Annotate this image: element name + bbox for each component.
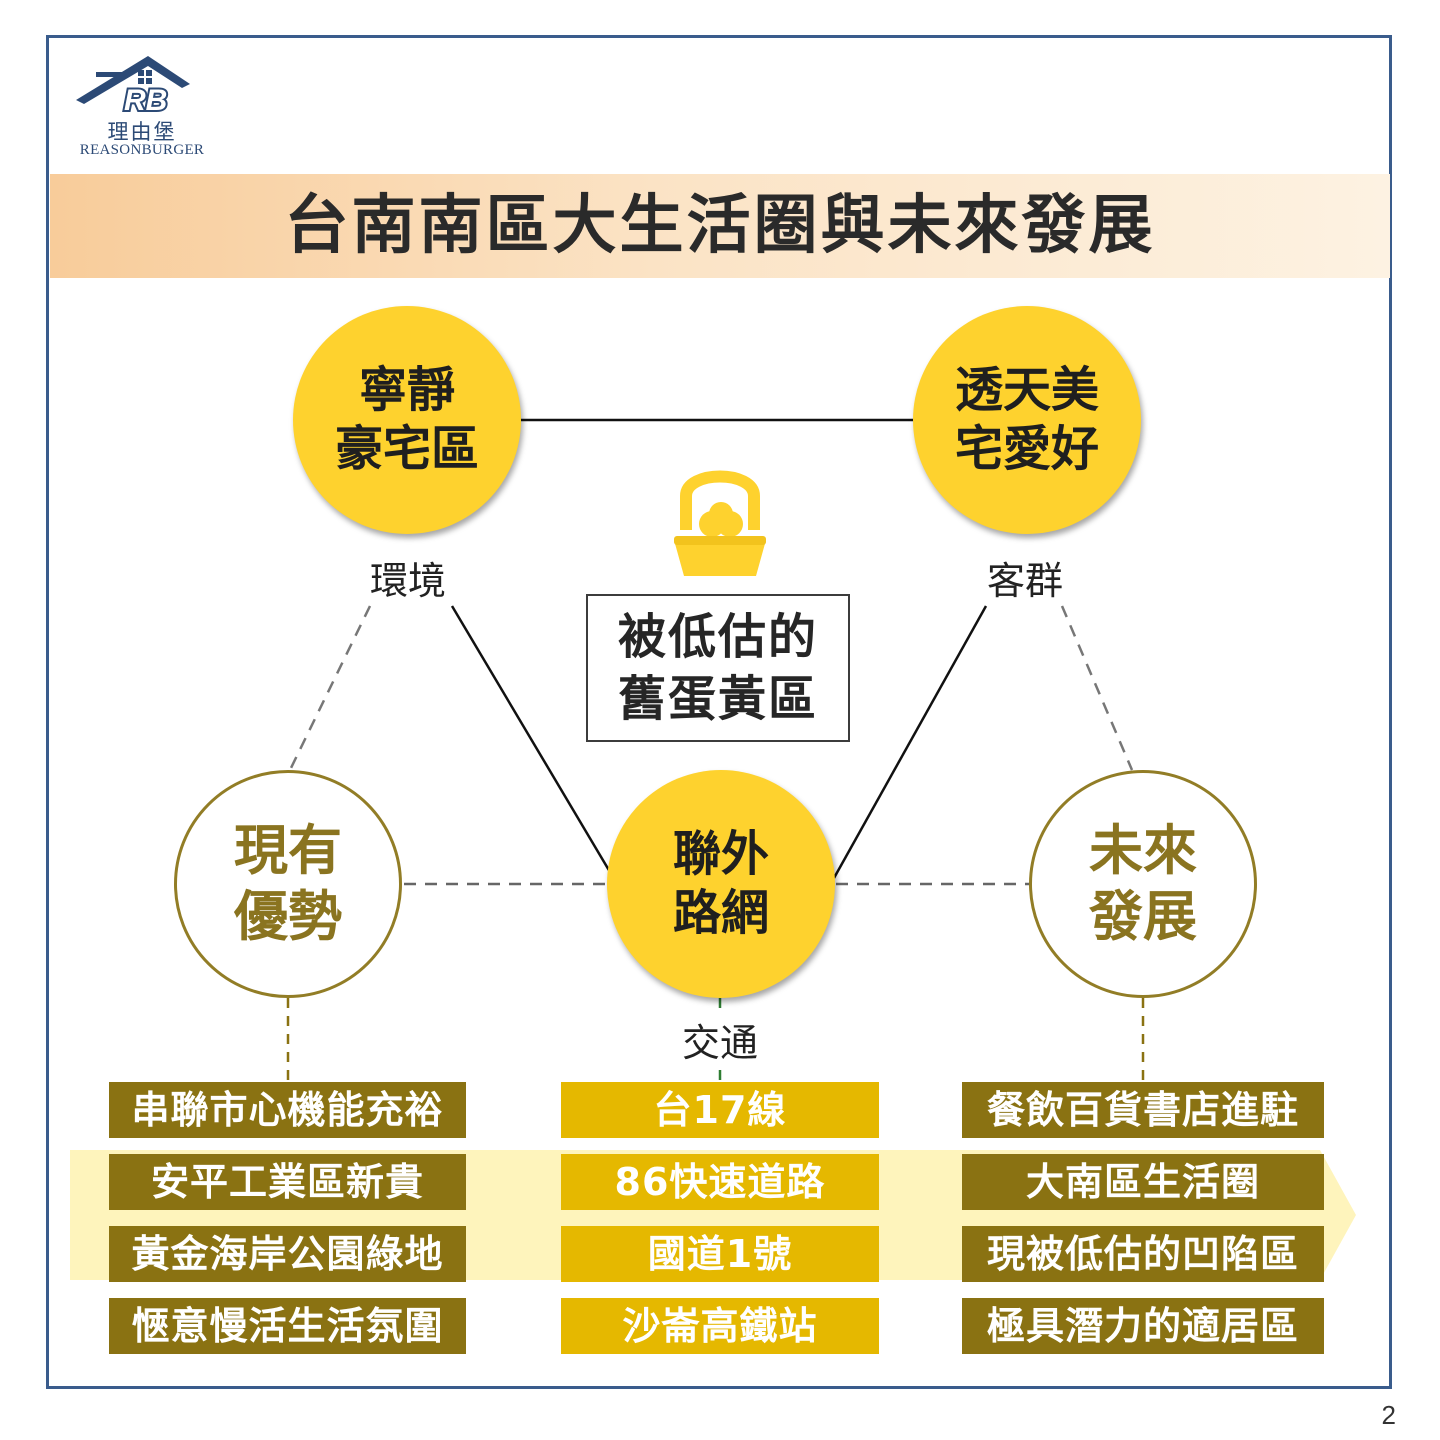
page-frame	[46, 35, 1392, 1389]
node-road-network: 聯外路網	[607, 770, 835, 998]
list-item: 86快速道路	[561, 1154, 879, 1210]
dashed-left-diagonal	[288, 605, 372, 771]
list-item: 沙崙高鐵站	[561, 1298, 879, 1354]
node-line: 豪宅區	[334, 421, 479, 477]
dashed-right-diagonal	[1060, 605, 1134, 771]
list-item: 台17線	[561, 1082, 879, 1138]
node-line: 未來	[1089, 819, 1197, 883]
egg-basket-icon	[674, 470, 766, 576]
undervalued-old-core-box: 被低估的 舊蛋黃區	[586, 594, 850, 742]
label-customers: 客群	[955, 550, 1095, 605]
line-left-diagonal	[450, 605, 612, 873]
center-box-line: 舊蛋黃區	[617, 671, 818, 727]
node-line: 優勢	[234, 885, 342, 948]
node-line: 路網	[672, 885, 769, 941]
page-title: 台南南區大生活圈與未來發展	[284, 189, 1156, 263]
list-item: 大南區生活圈	[962, 1154, 1324, 1210]
house-logo-icon: RB	[76, 56, 190, 119]
list-item: 串聯市心機能充裕	[109, 1082, 466, 1138]
list-item: 黃金海岸公園綠地	[109, 1226, 466, 1282]
node-line: 透天美	[954, 362, 1099, 419]
list-item: 餐飲百貨書店進駐	[962, 1082, 1324, 1138]
node-future-development: 未來發展	[1029, 770, 1257, 998]
logo-mark: RB	[124, 84, 167, 116]
title-banner: 台南南區大生活圈與未來發展	[50, 174, 1390, 278]
logo-name-cn: 理由堡	[107, 120, 177, 144]
list-item: 安平工業區新貴	[109, 1154, 466, 1210]
node-line: 寧靜	[358, 362, 455, 419]
list-item: 愜意慢活生活氛圍	[109, 1298, 466, 1354]
center-box-line: 被低估的	[617, 608, 818, 665]
list-item: 國道1號	[561, 1226, 879, 1282]
node-current-advantages: 現有優勢	[174, 770, 402, 998]
node-quiet-luxury-district: 寧靜豪宅區	[293, 306, 521, 534]
node-townhouse-preference: 透天美宅愛好	[913, 306, 1141, 534]
node-line: 宅愛好	[954, 421, 1099, 477]
list-item: 現被低估的凹陷區	[962, 1226, 1324, 1282]
page-number: 2	[1381, 1400, 1396, 1430]
list-item: 極具潛力的適居區	[962, 1298, 1324, 1354]
label-transport: 交通	[650, 1012, 790, 1067]
label-environment: 環境	[338, 550, 478, 605]
node-line: 聯外	[672, 826, 769, 883]
node-line: 現有	[234, 819, 342, 883]
node-line: 發展	[1089, 885, 1197, 948]
logo: RB 理由堡 REASONBURGER	[62, 50, 222, 162]
logo-name-en: REASONBURGER	[79, 142, 205, 158]
line-right-diagonal	[832, 605, 988, 879]
